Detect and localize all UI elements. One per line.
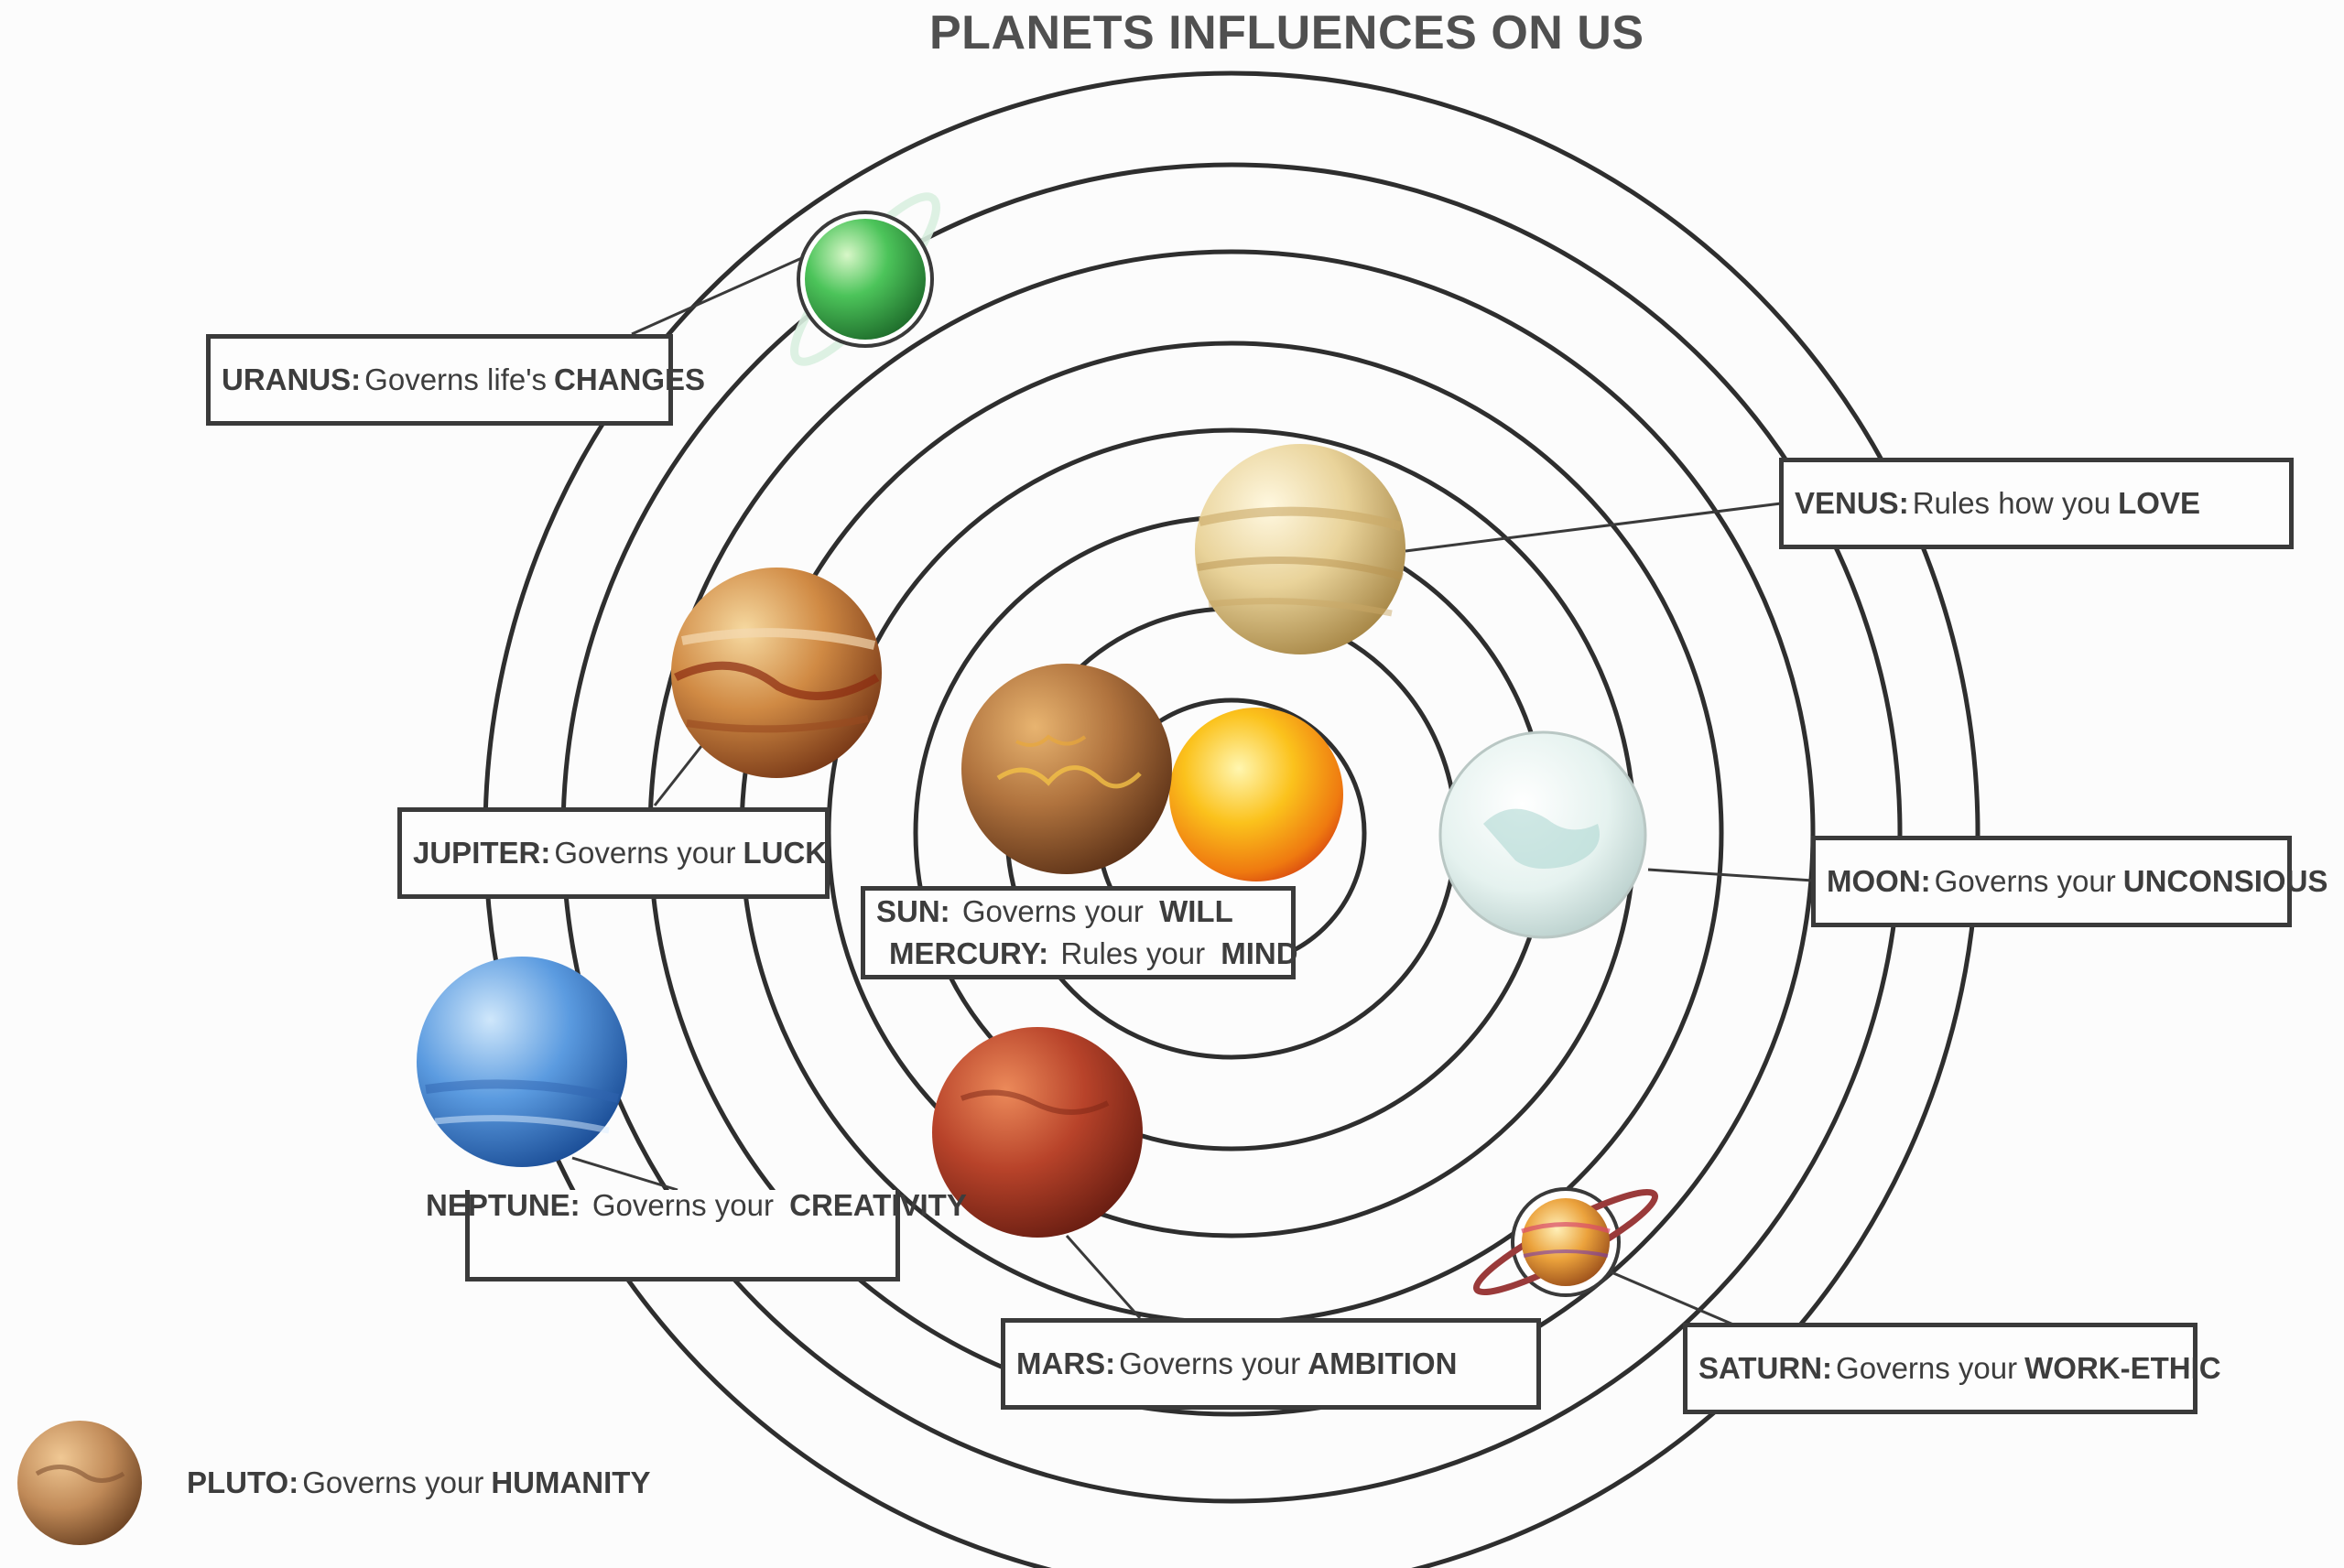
- label-moon-text: Governs your: [1934, 864, 2116, 898]
- label-mars-keyword: AMBITION: [1308, 1346, 1458, 1380]
- label-sun: SUN: Governs your WILL: [876, 891, 1291, 933]
- diagram-title: PLANETS INFLUENCES ON US: [929, 6, 1644, 59]
- label-mars: MARS: Governs your AMBITION: [1001, 1318, 1541, 1410]
- label-uranus-name: URANUS:: [222, 362, 362, 396]
- leader-line-jupiter: [653, 741, 707, 806]
- leader-lines: [571, 254, 1814, 1329]
- diagram-title-area: PLANETS INFLUENCES ON US: [0, 0, 2344, 64]
- label-sun-text: Governs your: [961, 894, 1144, 928]
- label-mercury-name: MERCURY:: [889, 936, 1049, 970]
- label-uranus-keyword: CHANGES: [554, 362, 706, 396]
- moon-planet: [1438, 730, 1647, 939]
- jupiter-planet: [671, 568, 882, 778]
- neptune-planet: [417, 957, 627, 1167]
- label-moon-name: MOON:: [1827, 864, 1931, 898]
- label-jupiter-name: JUPITER:: [413, 836, 551, 870]
- label-neptune-keyword: CREATIVITY: [789, 1188, 967, 1222]
- label-saturn: SATURN: Governs your WORK-ETHIC: [1683, 1323, 2221, 1414]
- saturn-planet: [1472, 1187, 1659, 1297]
- label-sun-keyword: WILL: [1159, 894, 1233, 928]
- label-neptune-name: NEPTUNE:: [426, 1188, 581, 1222]
- leader-line-neptune: [571, 1156, 678, 1192]
- label-saturn-text: Governs your: [1836, 1351, 2018, 1385]
- leader-line-uranus: [631, 254, 807, 336]
- pluto-planet: [17, 1421, 142, 1545]
- label-pluto: PLUTO: Governs your HUMANITY: [176, 1460, 650, 1506]
- label-jupiter: JUPITER: Governs your LUCK: [397, 807, 830, 899]
- uranus-planet: [790, 192, 940, 366]
- label-mars-name: MARS:: [1016, 1346, 1116, 1380]
- label-sun-name: SUN:: [876, 894, 950, 928]
- mars-planet: [932, 1027, 1143, 1238]
- label-uranus-text: Governs life's: [364, 362, 548, 396]
- label-mars-text: Governs your: [1119, 1346, 1301, 1380]
- label-moon: MOON: Governs your UNCONSIOUS: [1811, 836, 2328, 927]
- label-jupiter-text: Governs your: [554, 836, 736, 870]
- label-mercury-text: Rules your: [1060, 936, 1206, 970]
- leader-line-venus: [1405, 502, 1782, 553]
- label-moon-keyword: UNCONSIOUS: [2122, 864, 2328, 898]
- sun-planet: [1169, 708, 1343, 881]
- label-pluto-text: Governs your: [302, 1465, 484, 1499]
- label-venus-keyword: LOVE: [2118, 486, 2200, 520]
- mercury-planet: [961, 664, 1172, 874]
- label-venus: VENUS: Rules how you LOVE: [1779, 458, 2294, 549]
- leader-line-mars: [1065, 1235, 1142, 1319]
- label-venus-name: VENUS:: [1795, 486, 1909, 520]
- label-mercury: MERCURY: Rules your MIND: [876, 933, 1298, 975]
- leader-line-moon: [1647, 868, 1814, 882]
- leader-line-saturn: [1611, 1271, 1741, 1329]
- label-neptune: NEPTUNE: Governs your CREATIVITY: [426, 1188, 967, 1281]
- label-saturn-keyword: WORK-ETHIC: [2024, 1351, 2221, 1385]
- label-saturn-name: SATURN:: [1698, 1351, 1833, 1385]
- label-neptune-text: Governs your: [591, 1188, 774, 1222]
- label-pluto-keyword: HUMANITY: [491, 1465, 651, 1499]
- label-uranus: URANUS: Governs life's CHANGES: [206, 334, 705, 426]
- label-mercury-keyword: MIND: [1221, 936, 1298, 970]
- label-venus-text: Rules how you: [1912, 486, 2111, 520]
- label-sun-mercury: SUN: Governs your WILL MERCURY: Rules yo…: [861, 886, 1298, 979]
- label-jupiter-keyword: LUCK: [743, 836, 828, 870]
- venus-planet: [1195, 444, 1405, 654]
- label-pluto-name: PLUTO:: [187, 1465, 299, 1499]
